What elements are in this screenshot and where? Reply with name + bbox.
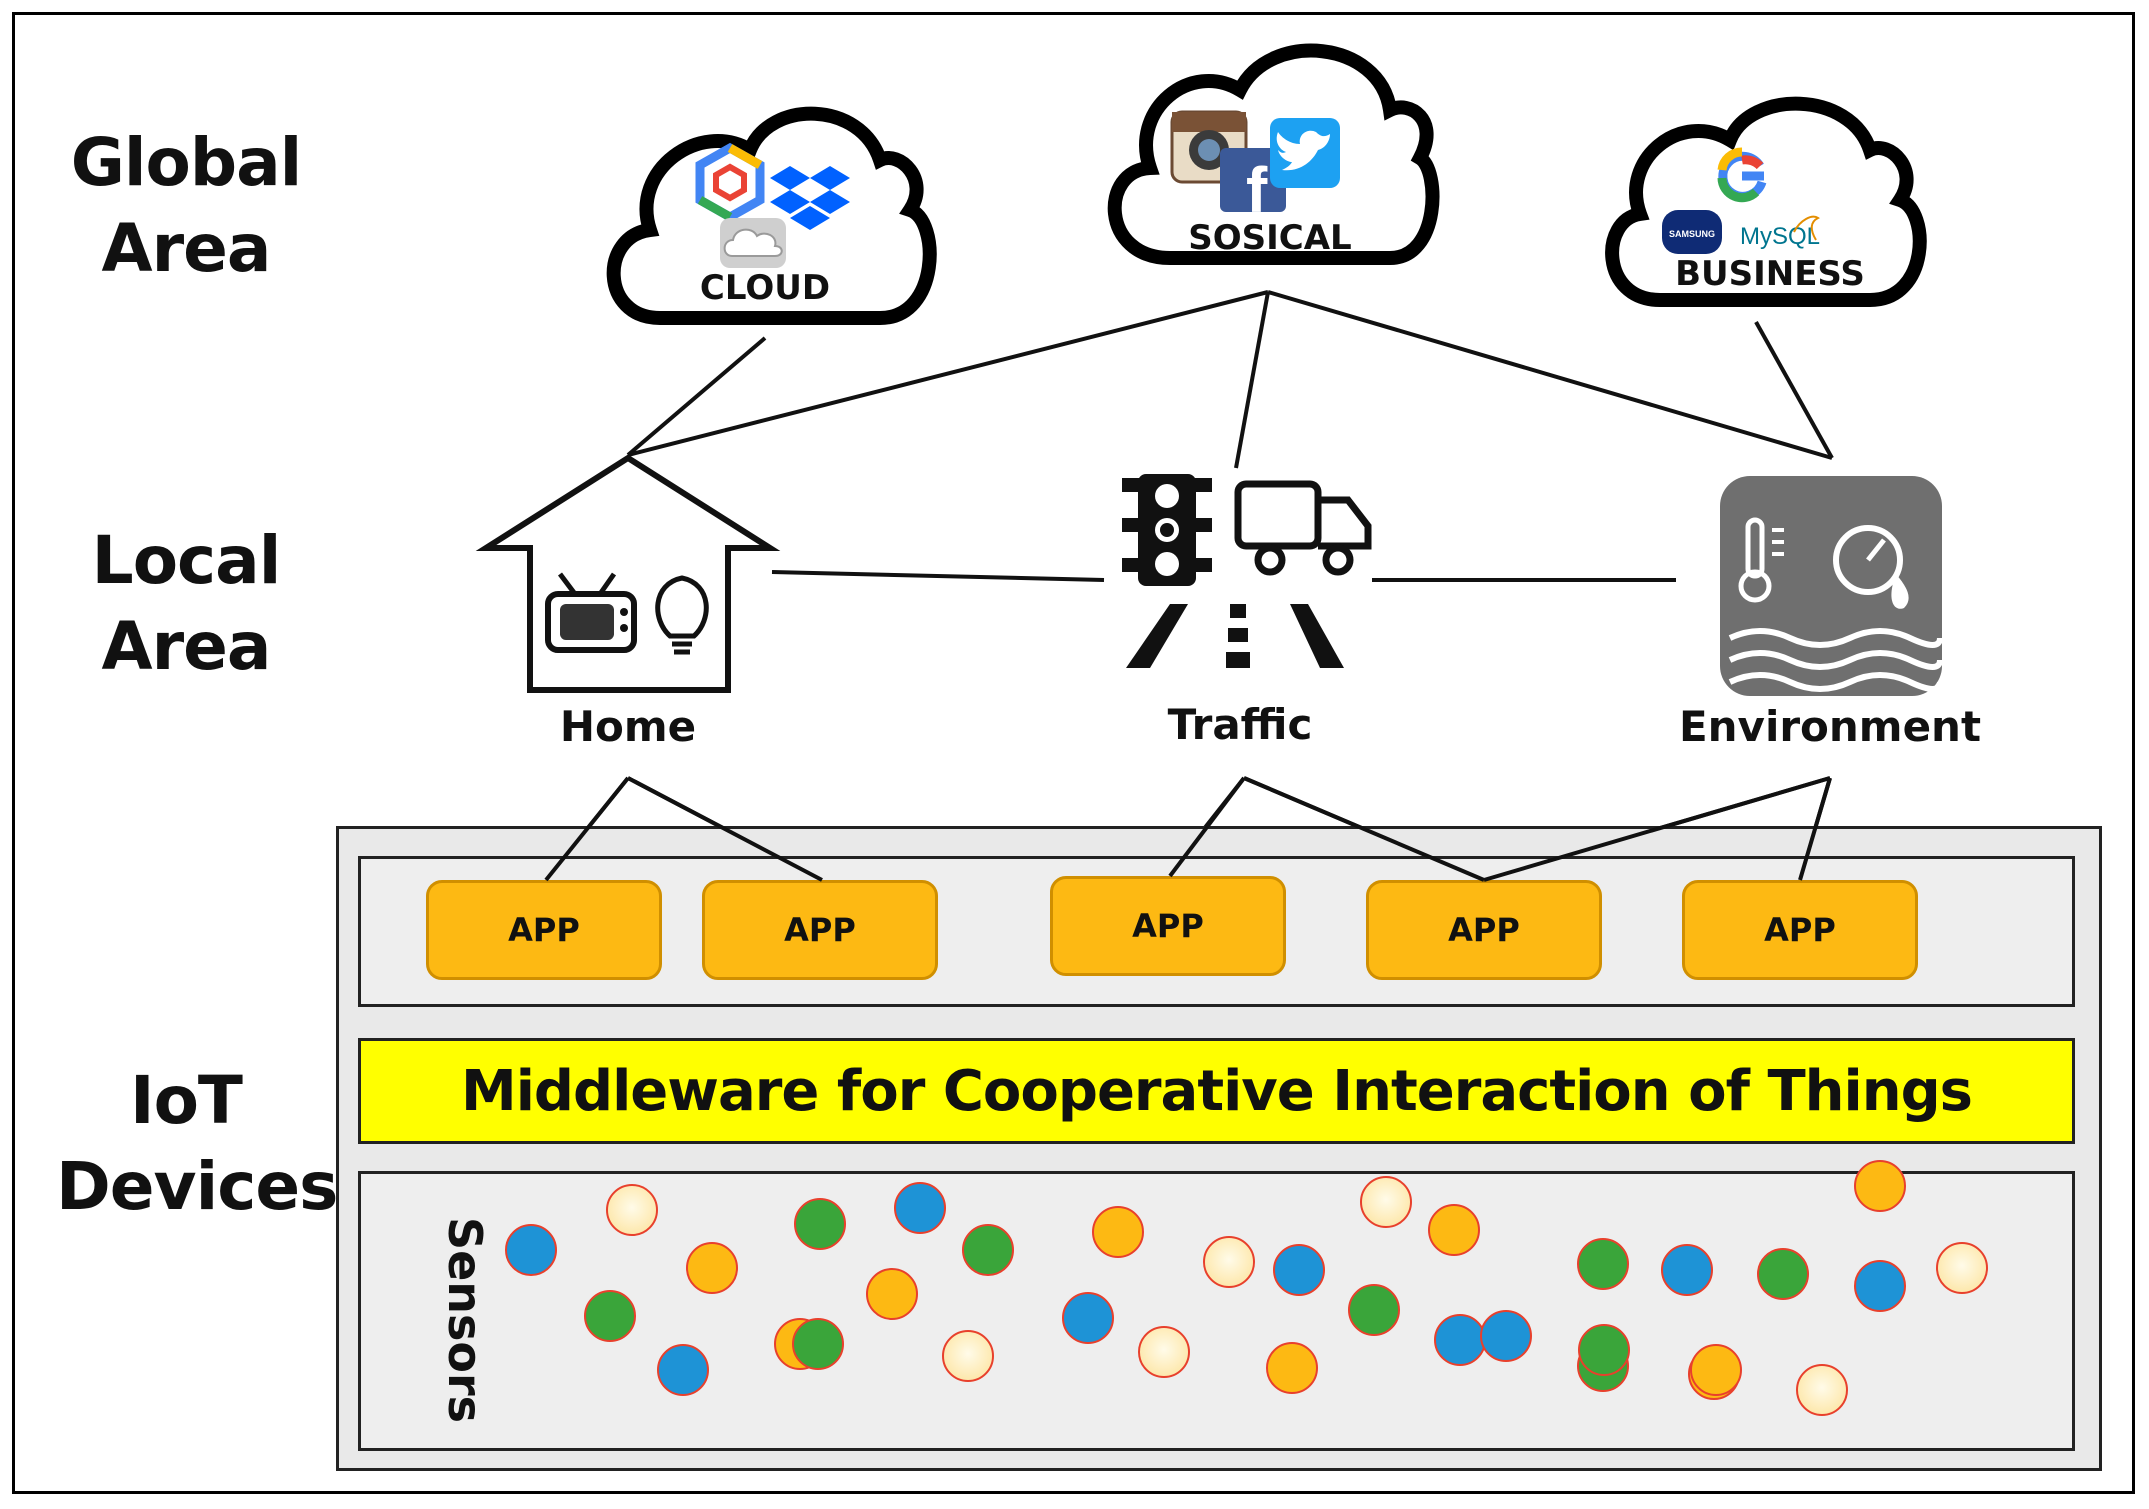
environment-label: Environment bbox=[1678, 702, 1982, 751]
sensor-dot bbox=[1661, 1244, 1713, 1296]
sensor-dot bbox=[1360, 1176, 1412, 1228]
app-box: APP bbox=[1682, 880, 1918, 980]
tv-icon bbox=[545, 572, 637, 653]
sensor-dot bbox=[1092, 1206, 1144, 1258]
truck-icon bbox=[1234, 480, 1372, 576]
sensor-dot bbox=[1480, 1310, 1532, 1362]
sensor-dot bbox=[792, 1318, 844, 1370]
cloud-shape-cloud bbox=[606, 106, 937, 325]
sensor-dot bbox=[1578, 1324, 1630, 1376]
sensor-dot bbox=[1854, 1160, 1906, 1212]
home-icon bbox=[475, 454, 781, 693]
app-box: APP bbox=[1366, 880, 1602, 980]
sensor-dot bbox=[686, 1242, 738, 1294]
sensor-dot bbox=[794, 1198, 846, 1250]
connection-lines bbox=[544, 290, 1834, 882]
svg-text:SAMSUNG: SAMSUNG bbox=[1669, 229, 1715, 239]
sensor-dot bbox=[866, 1268, 918, 1320]
traffic-label: Traffic bbox=[1167, 700, 1313, 749]
traffic-light-icon bbox=[1122, 474, 1212, 586]
sensor-dot bbox=[606, 1184, 658, 1236]
middleware-bar: Middleware for Cooperative Interaction o… bbox=[358, 1038, 2075, 1144]
sensor-dot bbox=[505, 1224, 557, 1276]
sensor-dot bbox=[584, 1290, 636, 1342]
sensor-dot bbox=[894, 1182, 946, 1234]
sensor-dot bbox=[1203, 1236, 1255, 1288]
sensor-dot bbox=[1577, 1238, 1629, 1290]
sensor-dot bbox=[962, 1224, 1014, 1276]
app-box: APP bbox=[1050, 876, 1286, 976]
sensors-label: Sensors bbox=[438, 1216, 492, 1424]
cloud-label: CLOUD bbox=[699, 268, 831, 308]
svg-text:MySQL: MySQL bbox=[1740, 223, 1820, 250]
home-label: Home bbox=[559, 702, 697, 751]
google-icon bbox=[1717, 147, 1767, 203]
sensor-dot bbox=[1936, 1242, 1988, 1294]
social-cloud-label: SOSICAL bbox=[1188, 218, 1352, 258]
svg-text:f: f bbox=[1246, 154, 1268, 226]
dropbox-icon bbox=[770, 166, 850, 230]
business-cloud-label: BUSINESS bbox=[1675, 254, 1865, 294]
facebook-icon: f bbox=[1220, 148, 1286, 226]
sensor-dot bbox=[1690, 1344, 1742, 1396]
google-cloud-icon bbox=[695, 142, 765, 223]
sensor-dot bbox=[1348, 1284, 1400, 1336]
sensor-dot bbox=[942, 1330, 994, 1382]
sensor-dot bbox=[1796, 1364, 1848, 1416]
sensor-dot bbox=[1062, 1292, 1114, 1344]
sensor-dot bbox=[1434, 1314, 1486, 1366]
samsung-icon: SAMSUNG bbox=[1662, 210, 1722, 254]
app-box: APP bbox=[702, 880, 938, 980]
icloud-icon bbox=[720, 218, 786, 268]
environment-icon bbox=[1720, 476, 1943, 696]
lightbulb-icon bbox=[655, 575, 709, 655]
sensor-dot bbox=[657, 1344, 709, 1396]
diagram-frame bbox=[12, 12, 2135, 1494]
sensor-dot bbox=[1428, 1204, 1480, 1256]
sensor-dot bbox=[1138, 1326, 1190, 1378]
road-icon bbox=[1126, 604, 1344, 668]
sensor-dot bbox=[1854, 1260, 1906, 1312]
sensor-dot bbox=[1757, 1248, 1809, 1300]
sensor-dot bbox=[1273, 1244, 1325, 1296]
twitter-icon bbox=[1270, 118, 1340, 188]
app-box: APP bbox=[426, 880, 662, 980]
sensor-dot bbox=[1266, 1342, 1318, 1394]
mysql-icon: MySQL bbox=[1740, 215, 1820, 250]
